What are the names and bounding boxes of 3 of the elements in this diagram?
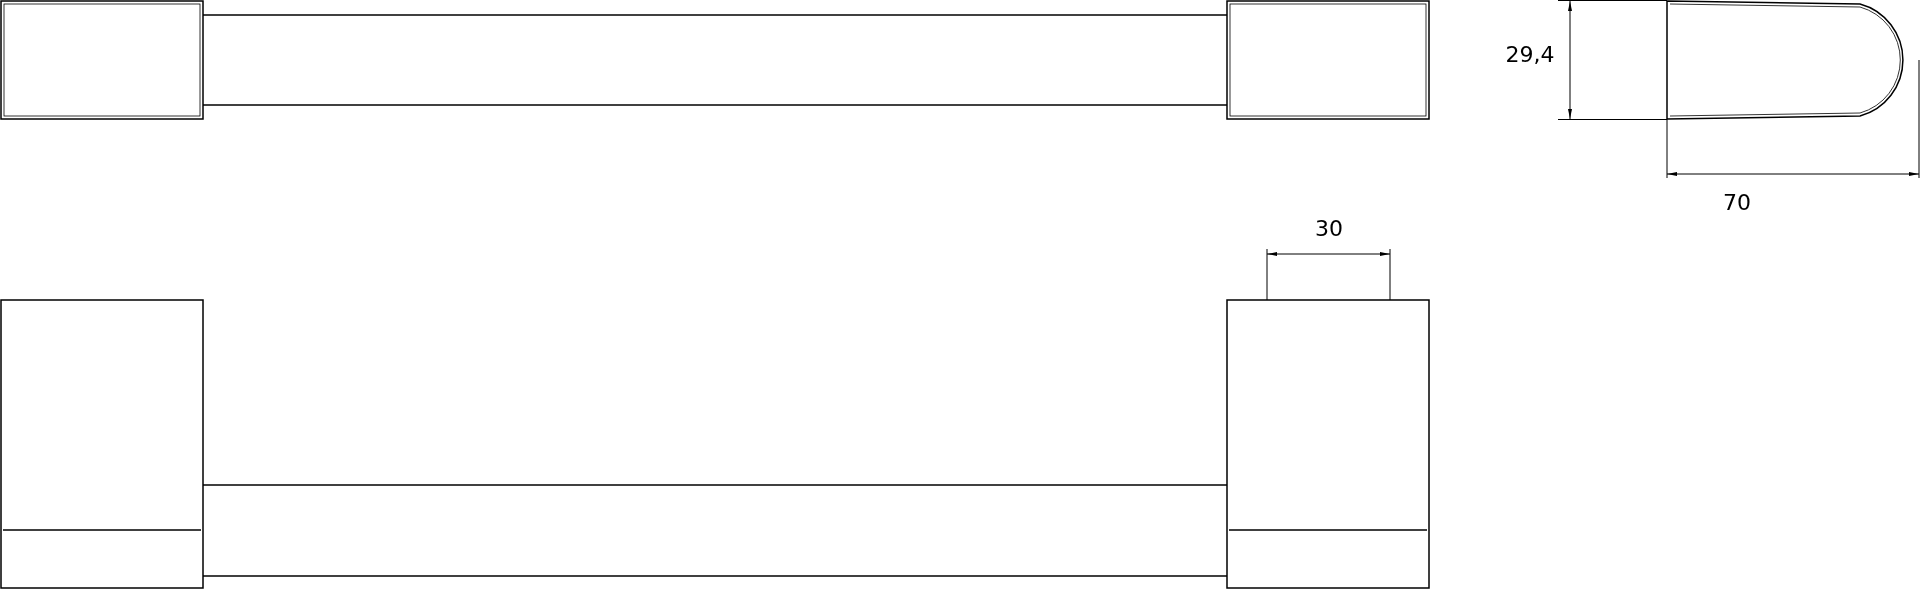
dimension-value: 30 (1315, 218, 1343, 240)
dimension-value: 70 (1723, 192, 1751, 214)
dimension-value: 29,4 (1505, 44, 1555, 66)
